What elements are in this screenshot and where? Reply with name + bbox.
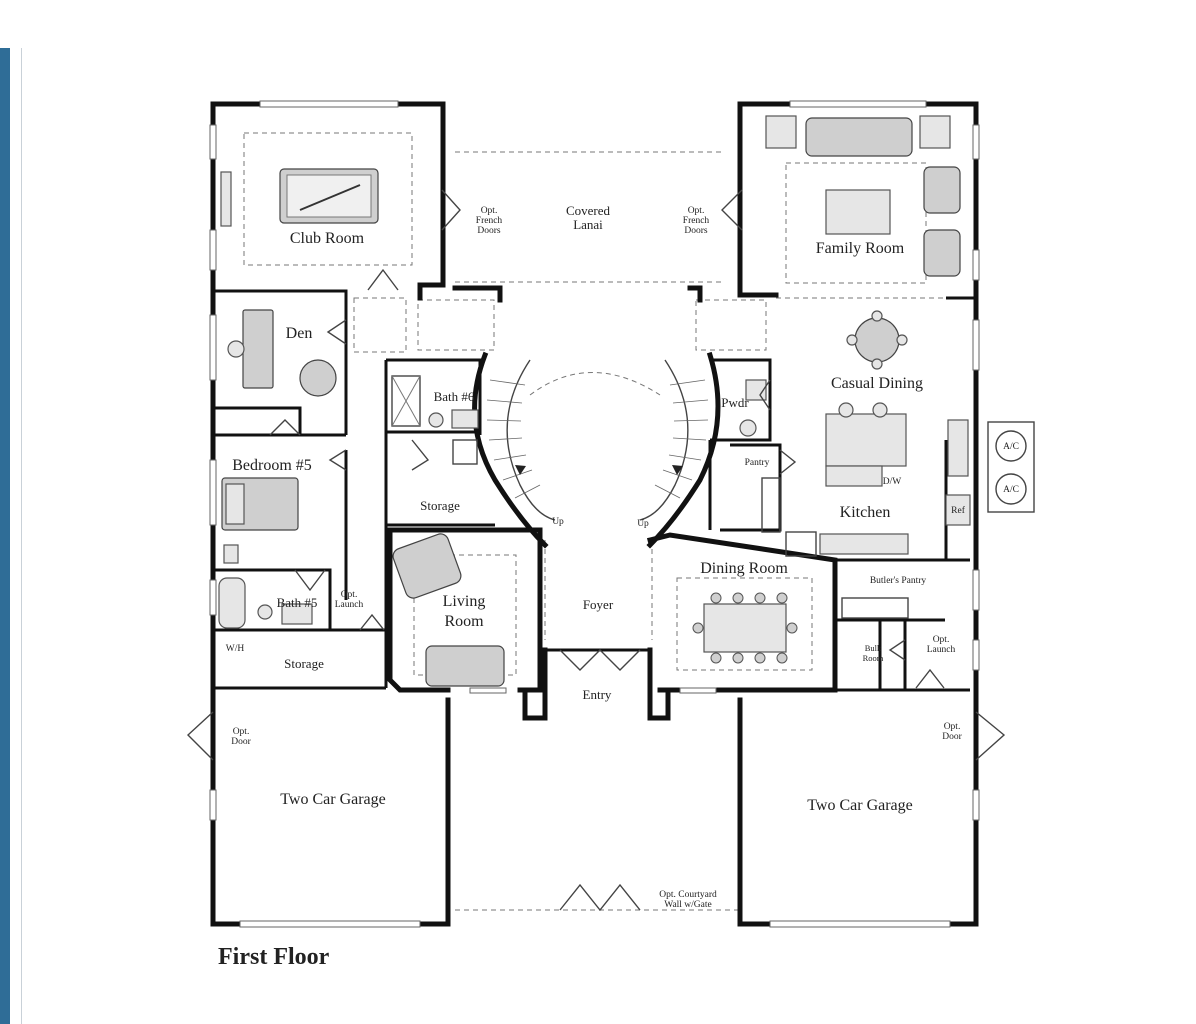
ac-unit-label-1: A/C	[1003, 442, 1019, 452]
living-room-label-1: Living	[443, 593, 486, 610]
opt-launch-left-label-1: Opt.	[341, 590, 358, 600]
french-doors-left-label-2: French	[476, 216, 503, 226]
french-doors-right-label-2: French	[683, 216, 710, 226]
bedroom5-label: Bedroom #5	[232, 457, 312, 474]
garage-left-label: Two Car Garage	[280, 791, 386, 808]
courtyard-label-2: Wall w/Gate	[664, 900, 712, 910]
bath5-label: Bath #5	[277, 595, 318, 610]
ref-label: Ref	[951, 505, 966, 516]
family-room-label: Family Room	[816, 240, 905, 257]
club-room-label: Club Room	[290, 230, 365, 247]
covered-lanai-label-1: Covered	[566, 203, 611, 218]
butlers-pantry-label: Butler's Pantry	[870, 576, 927, 586]
furniture	[218, 115, 1035, 687]
opt-launch-right-label-1: Opt.	[933, 635, 950, 645]
foyer-label: Foyer	[583, 597, 614, 612]
opt-door-right-label-1: Opt.	[944, 722, 961, 732]
ac-unit-label-2: A/C	[1003, 485, 1019, 495]
covered-lanai-label-2: Lanai	[573, 217, 603, 232]
bulk-room-label-1: Bulk	[865, 643, 882, 653]
floor-title: First Floor	[218, 944, 330, 970]
garage-right-label: Two Car Garage	[807, 797, 913, 814]
left-divider-line	[21, 48, 22, 1024]
stairs-up-right-label: Up	[637, 519, 649, 529]
opt-launch-right-label-2: Launch	[927, 645, 956, 655]
living-room-label-2: Room	[444, 613, 484, 630]
casual-dining-label: Casual Dining	[831, 375, 923, 392]
pantry-label: Pantry	[745, 458, 770, 468]
storage-left-label: Storage	[284, 656, 324, 671]
opt-launch-left-label-2: Launch	[335, 600, 364, 610]
water-heater-label: W/H	[226, 644, 245, 654]
staircases	[486, 359, 709, 521]
courtyard-label-1: Opt. Courtyard	[659, 890, 717, 900]
powder-label: Pwdr	[721, 395, 749, 410]
doors	[186, 189, 1006, 912]
kitchen-label: Kitchen	[840, 504, 891, 521]
opt-door-left-label-1: Opt.	[233, 727, 250, 737]
opt-door-right-label-2: Door	[942, 732, 962, 742]
dining-room-label: Dining Room	[700, 560, 788, 577]
room-labels: Club Room Covered Lanai Opt. French Door…	[226, 203, 1019, 910]
left-accent-bar	[0, 48, 10, 1024]
bulk-room-label-2: Room	[863, 653, 884, 663]
entry-label: Entry	[583, 687, 612, 702]
stairs-up-left-label: Up	[552, 517, 564, 527]
opt-door-left-label-2: Door	[231, 737, 251, 747]
windows	[209, 100, 980, 928]
interior-walls	[215, 289, 970, 721]
storage-center-label: Storage	[420, 498, 460, 513]
french-doors-left-label-3: Doors	[477, 226, 501, 236]
den-label: Den	[286, 325, 313, 342]
french-doors-left-label-1: Opt.	[481, 206, 498, 216]
french-doors-right-label-1: Opt.	[688, 206, 705, 216]
dw-label: D/W	[883, 477, 902, 487]
bath6-label: Bath #6	[434, 389, 475, 404]
french-doors-right-label-3: Doors	[684, 226, 708, 236]
